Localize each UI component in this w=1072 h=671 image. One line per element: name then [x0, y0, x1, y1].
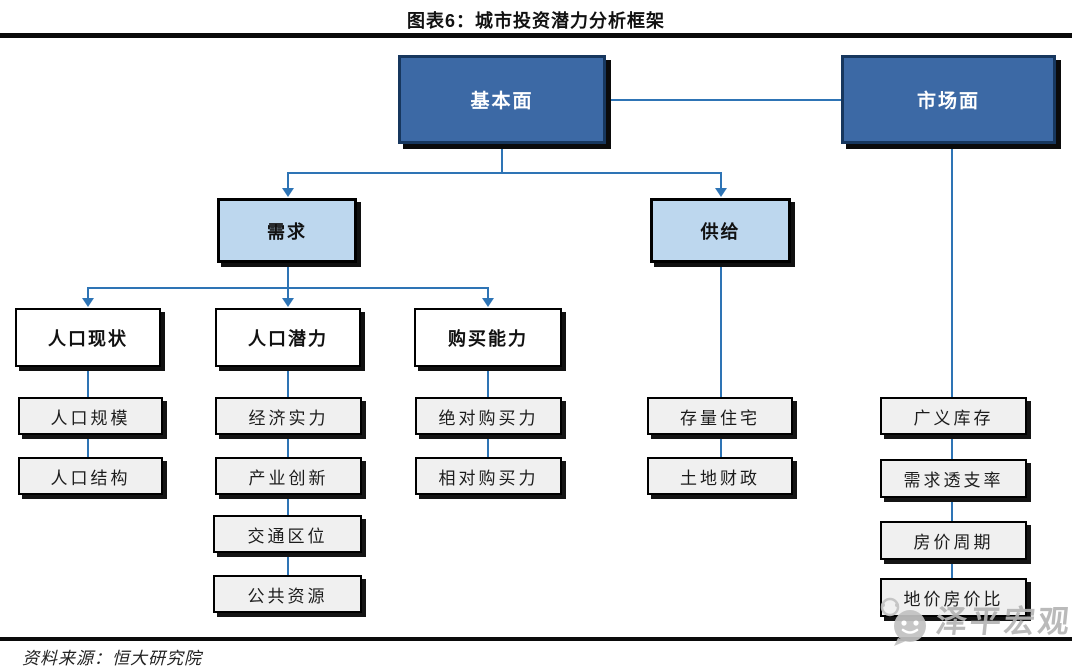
bottom-divider — [0, 637, 1072, 641]
connector-transport-public — [287, 553, 289, 576]
arrowhead-pop-status — [82, 298, 94, 307]
top-divider — [0, 33, 1072, 38]
connector-pop-status-scale — [87, 366, 89, 398]
arrowhead-pop-potential — [282, 298, 294, 307]
node-industry-innovation: 产业创新 — [215, 457, 362, 495]
connector-pop-potential-econ — [287, 366, 289, 398]
connector-split-demand-supply — [287, 172, 722, 174]
connector-stock-landfinance — [720, 435, 722, 458]
node-demand-overdraft: 需求透支率 — [880, 459, 1027, 498]
connector-overdraft-cycle — [951, 498, 953, 522]
connector-industry-transport — [287, 495, 289, 516]
connector-econ-industry — [287, 435, 289, 458]
connector-stem-purchase-ability — [487, 287, 489, 299]
arrowhead-supply — [715, 188, 727, 197]
node-market: 市场面 — [841, 55, 1056, 144]
arrowhead-demand — [282, 188, 294, 197]
node-fundamentals: 基本面 — [398, 55, 606, 144]
watermark-text: 泽平宏观 — [934, 603, 1072, 639]
node-econ-strength: 经济实力 — [215, 397, 362, 435]
figure-source: 资料来源：恒大研究院 — [22, 649, 202, 668]
figure-title: 图表6：城市投资潜力分析框架 — [406, 11, 665, 31]
connector-demand-down — [287, 262, 289, 289]
connector-purchase-absolute — [487, 366, 489, 398]
node-broad-inventory: 广义库存 — [880, 397, 1027, 435]
node-price-cycle: 房价周期 — [880, 521, 1027, 560]
node-transport-location: 交通区位 — [213, 515, 362, 553]
connector-cycle-ratio — [951, 560, 953, 579]
node-relative-purchasing: 相对购买力 — [415, 457, 562, 495]
connector-supply-housing-stock — [720, 262, 722, 398]
node-land-house-price-ratio: 地价房价比 — [880, 578, 1027, 617]
node-land-finance: 土地财政 — [647, 457, 793, 495]
node-demand: 需求 — [217, 198, 357, 263]
node-pop-potential: 人口潜力 — [215, 308, 361, 367]
node-supply: 供给 — [650, 198, 791, 263]
node-pop-scale: 人口规模 — [18, 397, 163, 435]
connector-stem-pop-potential — [287, 287, 289, 299]
node-pop-status: 人口现状 — [15, 308, 161, 367]
connector-absolute-relative — [487, 435, 489, 458]
node-purchase-ability: 购买能力 — [414, 308, 562, 367]
connector-stem-pop-status — [87, 287, 89, 299]
connector-scale-structure — [87, 435, 89, 458]
arrowhead-purchase-ability — [482, 298, 494, 307]
connector-market-broad-inventory — [951, 143, 953, 398]
connector-fundamentals-down — [501, 143, 503, 174]
connector-stem-demand — [287, 172, 289, 189]
node-absolute-purchasing: 绝对购买力 — [415, 397, 562, 435]
chat-bubble-face-icon — [880, 597, 926, 646]
node-pop-structure: 人口结构 — [18, 457, 163, 495]
node-public-resources: 公共资源 — [213, 575, 362, 613]
connector-inventory-overdraft — [951, 435, 953, 460]
node-housing-stock: 存量住宅 — [647, 397, 793, 435]
connector-stem-supply — [720, 172, 722, 189]
watermark: 泽平宏观 — [872, 596, 1072, 646]
connector-fundamentals-market — [606, 99, 842, 101]
